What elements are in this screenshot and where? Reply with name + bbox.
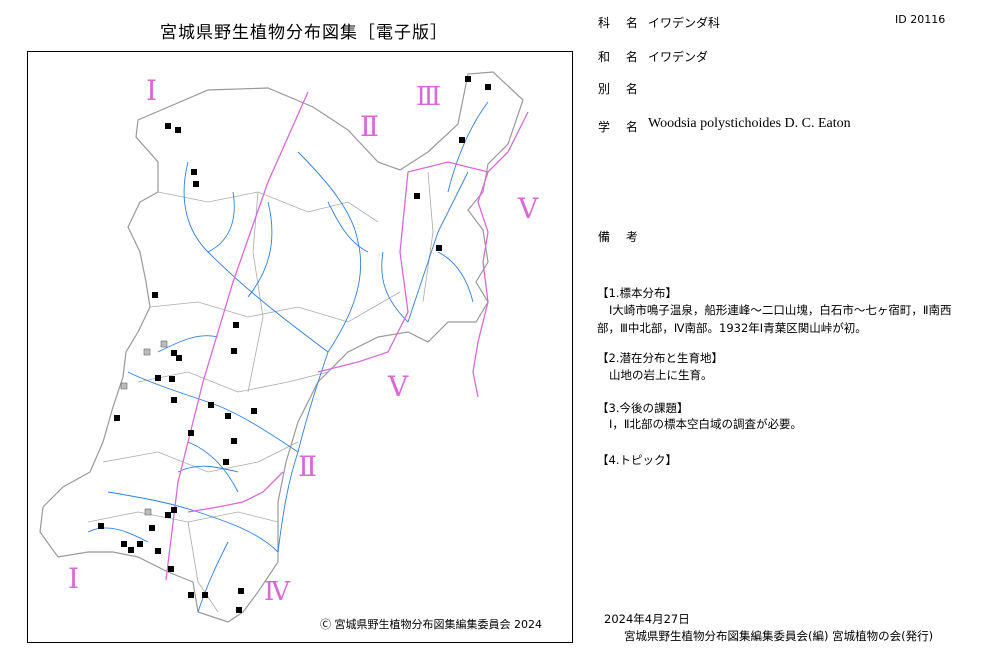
map-title: 宮城県野生植物分布図集［電子版］ <box>160 23 448 43</box>
marker <box>231 438 237 444</box>
marker <box>128 547 134 553</box>
family-value: イワデンダ科 <box>648 16 721 30</box>
region-label-5a: Ⅴ <box>518 192 539 225</box>
marker <box>168 566 174 572</box>
marker <box>175 127 181 133</box>
marker <box>171 507 177 513</box>
marker <box>169 376 175 382</box>
family-label: 科 名 <box>598 16 644 30</box>
japanese-name-value: イワデンダ <box>648 50 709 64</box>
marker <box>202 592 208 598</box>
section-1-body: Ⅰ大崎市鳴子温泉，船形連峰～二口山塊，白石市～七ヶ宿町，Ⅱ南西部，Ⅲ中北部，Ⅳ南… <box>597 303 952 335</box>
region-label-1: Ⅰ <box>146 74 158 107</box>
marker <box>165 512 171 518</box>
marker <box>98 523 104 529</box>
marker <box>208 402 214 408</box>
marker <box>193 181 199 187</box>
marker <box>176 355 182 361</box>
marker <box>152 292 158 298</box>
section-2-title: 【2.潜在分布と生育地】 <box>597 351 723 365</box>
division-lines <box>165 91 529 581</box>
region-label-4: Ⅳ <box>264 577 290 607</box>
region-label-5b: Ⅴ <box>388 370 409 403</box>
marker <box>414 193 420 199</box>
marker <box>121 541 127 547</box>
map-copyright: Ⓒ 宮城県野生植物分布図集編集委員会 2024 <box>320 618 542 631</box>
map-svg <box>39 71 529 623</box>
marker <box>225 413 231 419</box>
marker <box>251 408 257 414</box>
section-3-title: 【3.今後の課題】 <box>597 401 689 415</box>
marker <box>231 348 237 354</box>
region-label-2b: Ⅱ <box>298 450 318 483</box>
specimen-markers <box>98 76 491 613</box>
marker <box>238 588 244 594</box>
marker <box>436 245 442 251</box>
section-3-body: Ⅰ，Ⅱ北部の標本空白域の調査が必要。 <box>609 417 803 431</box>
marker <box>188 430 194 436</box>
marker <box>144 508 152 516</box>
prefecture-outline <box>39 71 524 623</box>
marker <box>191 169 197 175</box>
region-label-2: Ⅱ <box>360 110 380 143</box>
marker <box>155 375 161 381</box>
marker <box>143 348 151 356</box>
publication-date: 2024年4月27日 <box>604 612 690 626</box>
marker <box>236 607 242 613</box>
marker <box>171 350 177 356</box>
marker <box>485 84 491 90</box>
marker <box>233 322 239 328</box>
alias-label: 別 名 <box>598 82 644 96</box>
marker <box>223 459 229 465</box>
scientific-name-label: 学 名 <box>598 120 644 134</box>
region-label-1b: Ⅰ <box>68 562 80 595</box>
marker <box>149 525 155 531</box>
marker <box>188 592 194 598</box>
japanese-name-label: 和 名 <box>598 50 644 64</box>
marker <box>155 548 161 554</box>
section-1-title: 【1.標本分布】 <box>597 286 677 300</box>
marker <box>465 76 471 82</box>
distribution-map: Ⅰ Ⅱ Ⅲ Ⅴ Ⅴ Ⅱ Ⅰ Ⅳ <box>27 51 573 643</box>
section-4-title: 【4.トピック】 <box>597 453 677 467</box>
scientific-name-value: Woodsia polystichoides D. C. Eaton <box>648 116 851 131</box>
marker <box>171 397 177 403</box>
remarks-label: 備 考 <box>598 230 644 244</box>
marker <box>120 382 128 390</box>
marker <box>165 123 171 129</box>
section-2-body: 山地の岩上に生育。 <box>609 368 713 382</box>
record-id: ID 20116 <box>895 13 946 26</box>
marker <box>459 137 465 143</box>
marker <box>160 340 168 348</box>
publisher: 宮城県野生植物分布図集編集委員会(編) 宮城植物の会(発行) <box>624 629 934 643</box>
marker <box>114 415 120 421</box>
region-label-3: Ⅲ <box>416 82 442 112</box>
marker <box>137 541 143 547</box>
municipal-boundaries <box>87 171 434 613</box>
